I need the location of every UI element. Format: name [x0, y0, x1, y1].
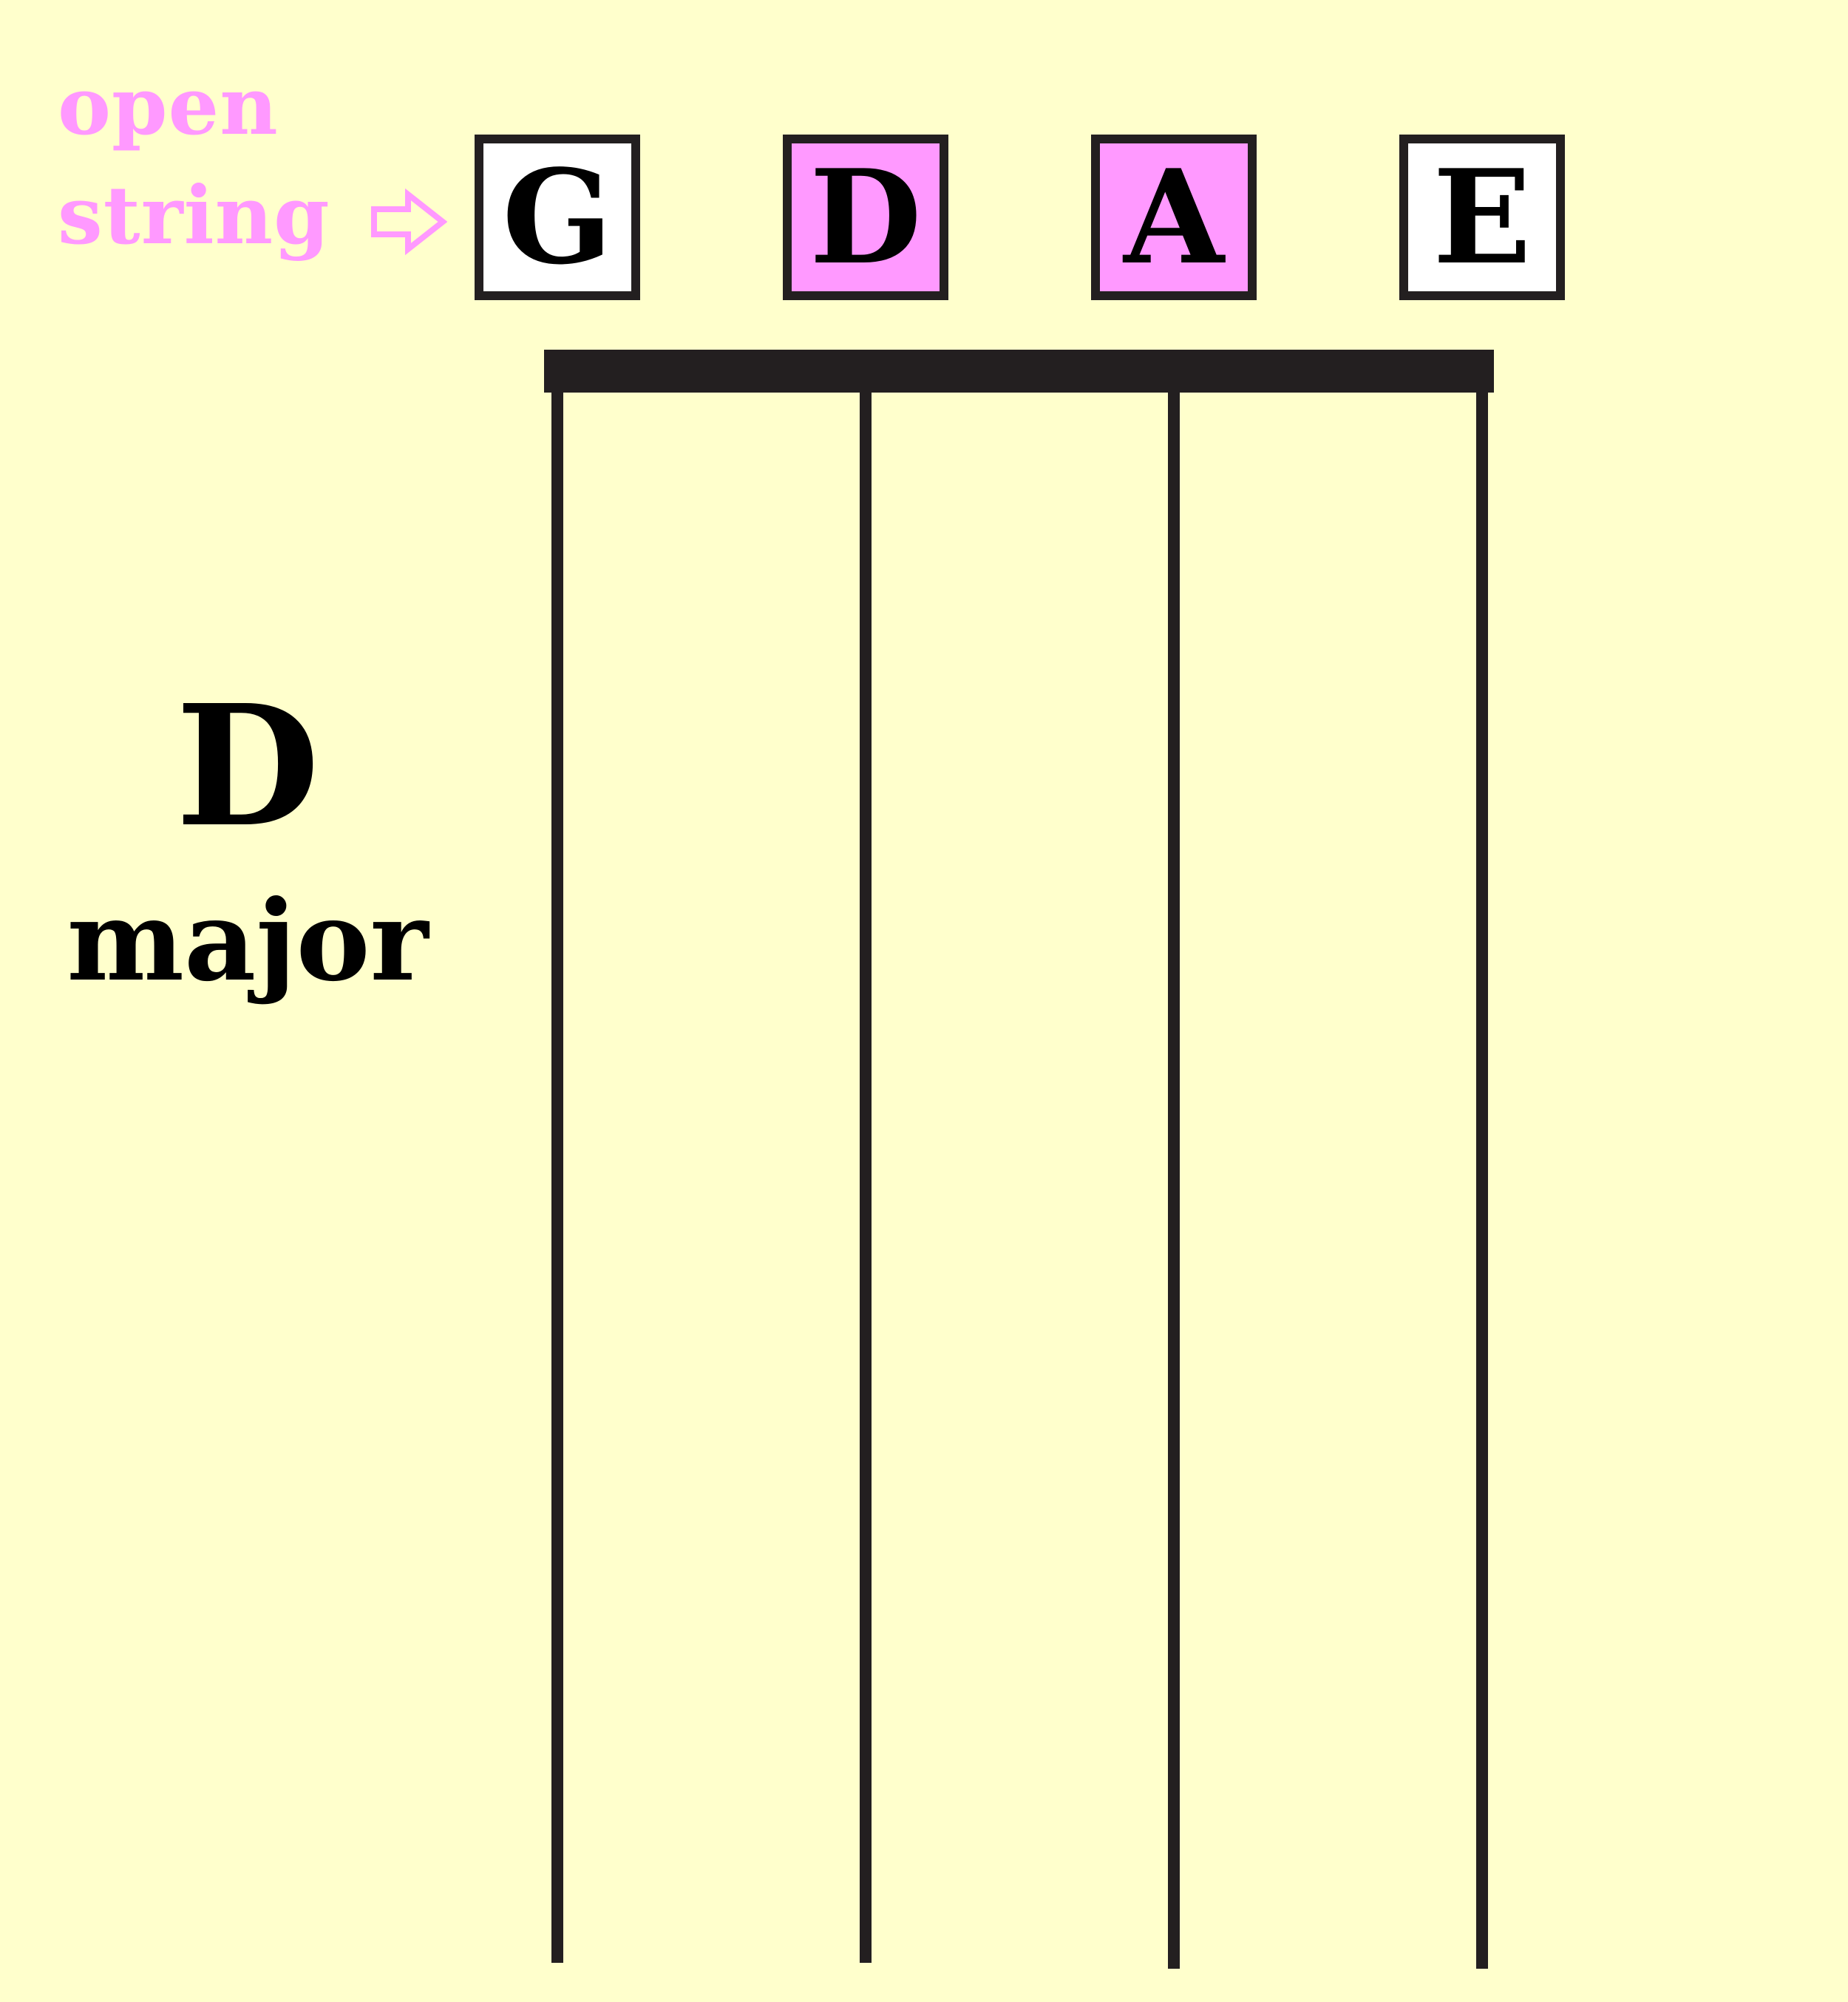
open-string-note-d: D	[809, 141, 922, 293]
open-string-box-a: A	[1091, 135, 1257, 300]
open-string-box-e: E	[1399, 135, 1565, 300]
open-string-note-a: A	[1124, 141, 1224, 293]
nut-bar	[544, 350, 1494, 393]
open-string-box-g: G	[475, 135, 640, 300]
open-label: open	[58, 60, 279, 153]
open-string-box-d: D	[783, 135, 948, 300]
string-label: string	[58, 169, 330, 262]
right-arrow-outline-icon	[371, 189, 447, 255]
open-string-note-e: E	[1433, 141, 1532, 293]
string-line-g	[551, 384, 563, 1963]
string-line-e	[1476, 384, 1488, 1969]
string-line-d	[860, 384, 872, 1963]
chord-quality-label: major	[67, 876, 429, 1006]
open-string-note-g: G	[502, 141, 613, 293]
string-line-a	[1168, 384, 1180, 1969]
chord-root-label: D	[175, 669, 320, 864]
